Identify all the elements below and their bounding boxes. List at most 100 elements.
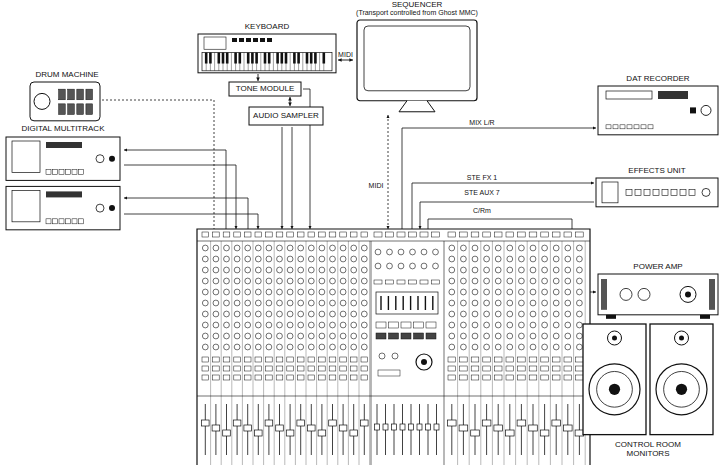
fader-slot — [579, 404, 580, 455]
knob — [542, 311, 548, 317]
button — [576, 375, 584, 380]
label-group: AUDIO SAMPLER — [248, 111, 324, 120]
knob — [449, 267, 455, 273]
strip-divider — [573, 241, 574, 465]
strip-divider — [550, 241, 551, 465]
knob — [330, 267, 336, 273]
knob — [319, 333, 325, 339]
button — [255, 357, 262, 362]
key-edge — [323, 53, 324, 71]
knob — [340, 278, 346, 284]
knob — [577, 278, 583, 284]
device-body — [6, 137, 120, 180]
black-key — [251, 53, 254, 64]
button — [518, 357, 526, 362]
knob — [287, 278, 293, 284]
knob — [351, 245, 357, 251]
button — [361, 366, 368, 371]
fader-slot — [544, 404, 545, 455]
knob — [553, 311, 559, 317]
knob — [577, 289, 583, 295]
label-group: SEQUENCER(Transport controlled from Ghos… — [353, 0, 481, 17]
button — [213, 357, 220, 362]
fader-cap — [482, 420, 491, 426]
fader-slot — [237, 404, 238, 455]
fader-cap — [459, 425, 468, 431]
knob — [287, 300, 293, 306]
strip-divider — [359, 241, 360, 465]
knob — [109, 205, 115, 211]
knob — [495, 289, 501, 295]
device-label: POWER AMP — [596, 262, 720, 271]
jack — [287, 232, 294, 237]
button — [426, 333, 436, 339]
knob — [255, 311, 261, 317]
device-box: DAT RECORDER — [596, 74, 720, 136]
button — [72, 219, 77, 224]
knob — [519, 333, 525, 339]
fader-slot — [332, 404, 333, 455]
knob — [565, 322, 571, 328]
handle — [601, 279, 607, 310]
knob — [484, 322, 490, 328]
knob — [542, 278, 548, 284]
knob — [255, 344, 261, 350]
pad — [77, 104, 84, 115]
device-drawing — [596, 85, 720, 136]
button — [253, 38, 258, 42]
jog-wheel — [421, 359, 427, 365]
knob — [449, 333, 455, 339]
knob — [298, 322, 304, 328]
knob — [553, 322, 559, 328]
key-edge — [319, 53, 320, 71]
knob — [245, 245, 251, 251]
knob — [398, 249, 404, 255]
button — [448, 375, 456, 380]
knob — [277, 311, 283, 317]
knob — [449, 322, 455, 328]
button — [432, 280, 440, 284]
label-group: EFFECTS UNIT — [594, 166, 720, 175]
key-edge — [281, 53, 282, 71]
knob — [266, 256, 272, 262]
jack — [202, 232, 209, 237]
knob — [530, 245, 536, 251]
knob — [542, 322, 548, 328]
speaker-cabinet — [583, 324, 646, 435]
knob — [461, 245, 467, 251]
signal-label: C/Rm — [472, 207, 492, 214]
knob — [308, 289, 314, 295]
knob — [565, 289, 571, 295]
knob — [484, 333, 490, 339]
knob — [277, 322, 283, 328]
knob — [266, 278, 272, 284]
button — [59, 170, 64, 175]
strip-divider — [480, 241, 481, 465]
jack — [361, 232, 368, 237]
knob — [507, 300, 513, 306]
button — [401, 322, 411, 328]
meter-panel — [376, 292, 438, 314]
knob — [461, 311, 467, 317]
strip-divider — [327, 241, 328, 465]
knob — [361, 267, 367, 273]
knob — [553, 245, 559, 251]
knob — [461, 344, 467, 350]
button — [266, 357, 273, 362]
knob — [484, 267, 490, 273]
knob — [375, 249, 381, 255]
button — [506, 366, 514, 371]
knob — [680, 287, 696, 303]
button — [319, 375, 326, 380]
fader-cap — [517, 420, 526, 426]
knob — [507, 245, 513, 251]
knob — [202, 333, 208, 339]
button — [244, 375, 251, 380]
device-box: SEQUENCER(Transport controlled from Ghos… — [353, 0, 481, 114]
fader-cap — [318, 430, 326, 436]
knob — [577, 344, 583, 350]
knob — [484, 278, 490, 284]
knob — [319, 311, 325, 317]
knob — [255, 289, 261, 295]
knob — [330, 278, 336, 284]
